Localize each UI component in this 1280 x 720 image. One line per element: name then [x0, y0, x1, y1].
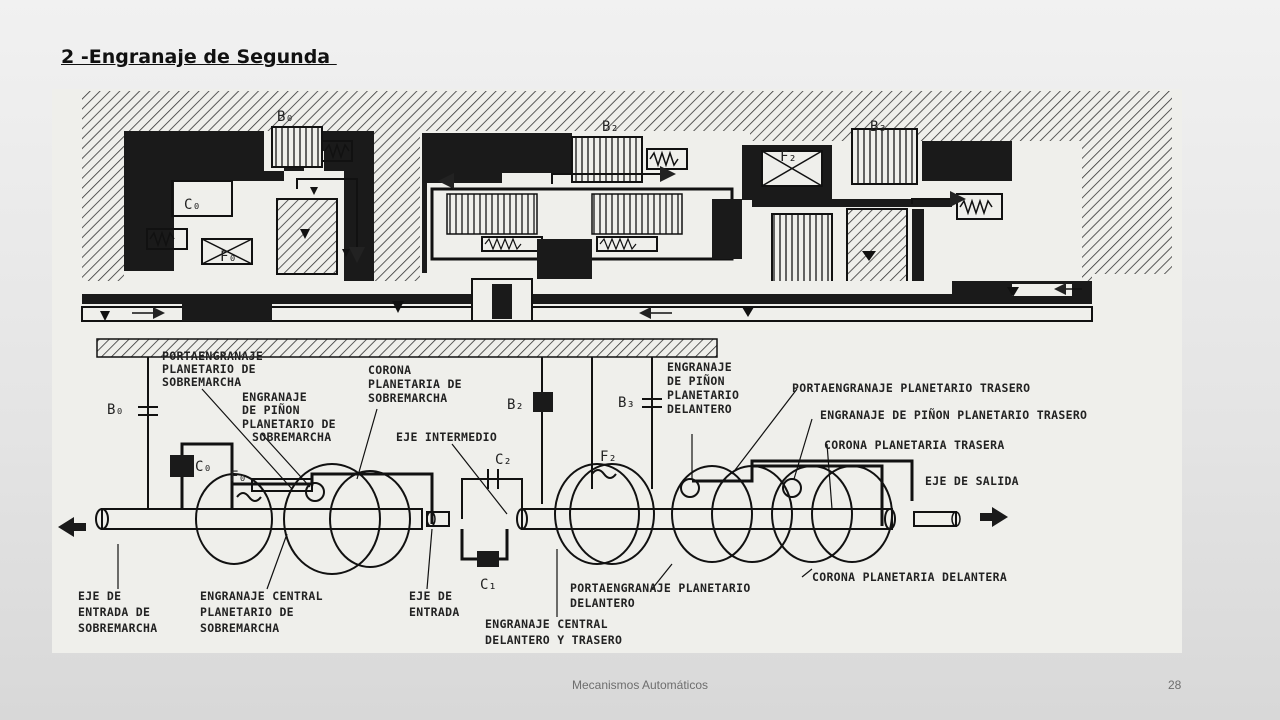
label-eje-entrada-sobremarcha: EJE DE ENTRADA DE SOBREMARCHA — [78, 589, 157, 635]
svg-text:ENGRANAJE: ENGRANAJE — [242, 390, 307, 404]
schematic-b0-label: B₀ — [107, 402, 124, 418]
output-shaft — [913, 511, 957, 527]
svg-text:PLANETARIO DE: PLANETARIO DE — [162, 362, 256, 376]
label-pinon-trasero: ENGRANAJE DE PIÑON PLANETARIO TRASERO — [820, 407, 1087, 422]
footer-text: Mecanismos Automáticos — [571, 678, 709, 692]
label-portaengranaje-trasero: PORTAENGRANAJE PLANETARIO TRASERO — [792, 381, 1030, 395]
input-direction-arrow — [980, 507, 1008, 527]
schematic-c1-label: C₁ — [480, 577, 497, 593]
label-eje-intermedio: EJE INTERMEDIO — [396, 430, 497, 444]
svg-text:DELANTERO: DELANTERO — [667, 402, 732, 416]
b2-brake-engaged — [533, 392, 553, 412]
svg-text:DELANTERO: DELANTERO — [570, 596, 635, 610]
label-corona-trasera: CORONA PLANETARIA TRASERA — [824, 438, 1005, 452]
schematic-f2-label: F₂ — [600, 449, 617, 465]
label-central-sobremarcha: ENGRANAJE CENTRAL PLANETARIO DE SOBREMAR… — [200, 589, 323, 635]
svg-text:DELANTERO Y TRASERO: DELANTERO Y TRASERO — [485, 633, 622, 647]
svg-text:ENTRADA DE: ENTRADA DE — [78, 605, 150, 619]
svg-text:PLANETARIA DE: PLANETARIA DE — [368, 377, 462, 391]
gear-diagram-figure: B₀ C₀ F₀ B₂ B₃ F₂ — [52, 89, 1182, 653]
overdrive-input-shaft — [101, 508, 423, 530]
svg-text:EJE DE: EJE DE — [409, 589, 452, 603]
schematic-b2-label: B₂ — [507, 397, 524, 413]
hydraulic-section: B₀ C₀ F₀ B₂ B₃ F₂ — [81, 91, 1182, 404]
svg-text:SOBREMARCHA: SOBREMARCHA — [162, 375, 241, 389]
svg-text:EJE DE: EJE DE — [78, 589, 121, 603]
hydraulic-f0-label: F₀ — [220, 249, 237, 265]
gear-schematic: B₀ C₀ F₀ B₂ B₃ C₂ C₁ F₂ PORTAENGRANAJE P… — [58, 338, 1087, 647]
svg-text:CORONA: CORONA — [368, 363, 411, 377]
rear-brake-section — [742, 128, 1082, 295]
svg-text:ENGRANAJE CENTRAL: ENGRANAJE CENTRAL — [200, 589, 323, 603]
svg-text:ENGRANAJE: ENGRANAJE — [667, 360, 732, 374]
hydraulic-f2-label: F₂ — [780, 149, 797, 165]
hydraulic-b3-label: B₃ — [870, 119, 887, 135]
svg-text:DE PIÑON: DE PIÑON — [242, 402, 300, 417]
output-direction-arrow — [58, 517, 86, 537]
label-pinon-sobremarcha: ENGRANAJE DE PIÑON PLANETARIO DE SOBREMA… — [242, 390, 336, 444]
middle-clutch-section — [420, 131, 750, 281]
slide-title: 2 -Engranaje de Segunda — [61, 46, 337, 68]
diagram-svg: B₀ C₀ F₀ B₂ B₃ F₂ — [58, 91, 1182, 647]
ground-hatch — [96, 338, 718, 358]
c0-clutch-engaged — [170, 455, 194, 477]
svg-text:SOBREMARCHA: SOBREMARCHA — [78, 621, 157, 635]
svg-text:PLANETARIO: PLANETARIO — [667, 388, 739, 402]
schematic-f0-label: F₀ — [230, 469, 247, 485]
schematic-b3-label: B₃ — [618, 395, 635, 411]
c1-clutch-engaged — [477, 551, 499, 567]
svg-text:PORTAENGRANAJE PLANETARIO: PORTAENGRANAJE PLANETARIO — [570, 581, 751, 595]
svg-text:SOBREMARCHA: SOBREMARCHA — [200, 621, 279, 635]
schematic-c2-label: C₂ — [495, 452, 512, 468]
svg-text:ENTRADA: ENTRADA — [409, 605, 460, 619]
overdrive-clutch-section — [124, 126, 374, 281]
hydraulic-c0-label: C₀ — [184, 197, 201, 213]
page-number: 28 — [1168, 678, 1182, 692]
label-eje-salida: EJE DE SALIDA — [925, 474, 1019, 488]
label-central-delantero-trasero: ENGRANAJE CENTRAL DELANTERO Y TRASERO — [485, 617, 622, 647]
hydraulic-b2-label: B₂ — [602, 119, 619, 135]
label-portaengranaje-delantero: PORTAENGRANAJE PLANETARIO DELANTERO — [570, 581, 751, 610]
label-eje-entrada: EJE DE ENTRADA — [409, 589, 460, 619]
svg-text:PLANETARIO DE: PLANETARIO DE — [200, 605, 294, 619]
svg-text:PORTAENGRANAJE: PORTAENGRANAJE — [162, 349, 263, 363]
schematic-c0-label: C₀ — [195, 459, 212, 475]
intermediate-shaft — [521, 508, 893, 530]
svg-text:ENGRANAJE CENTRAL: ENGRANAJE CENTRAL — [485, 617, 608, 631]
label-pinon-delantero: ENGRANAJE DE PIÑON PLANETARIO DELANTERO — [667, 360, 739, 416]
label-corona-sobremarcha: CORONA PLANETARIA DE SOBREMARCHA — [368, 363, 462, 405]
svg-text:PLANETARIO DE: PLANETARIO DE — [242, 417, 336, 431]
svg-text:SOBREMARCHA: SOBREMARCHA — [368, 391, 447, 405]
label-corona-delantera: CORONA PLANETARIA DELANTERA — [812, 570, 1007, 584]
svg-text:SOBREMARCHA: SOBREMARCHA — [252, 430, 331, 444]
svg-text:DE PIÑON: DE PIÑON — [667, 373, 725, 388]
hydraulic-b0-label: B₀ — [277, 109, 294, 125]
label-portaengranaje-sobremarcha: PORTAENGRANAJE PLANETARIO DE SOBREMARCHA — [162, 349, 263, 389]
